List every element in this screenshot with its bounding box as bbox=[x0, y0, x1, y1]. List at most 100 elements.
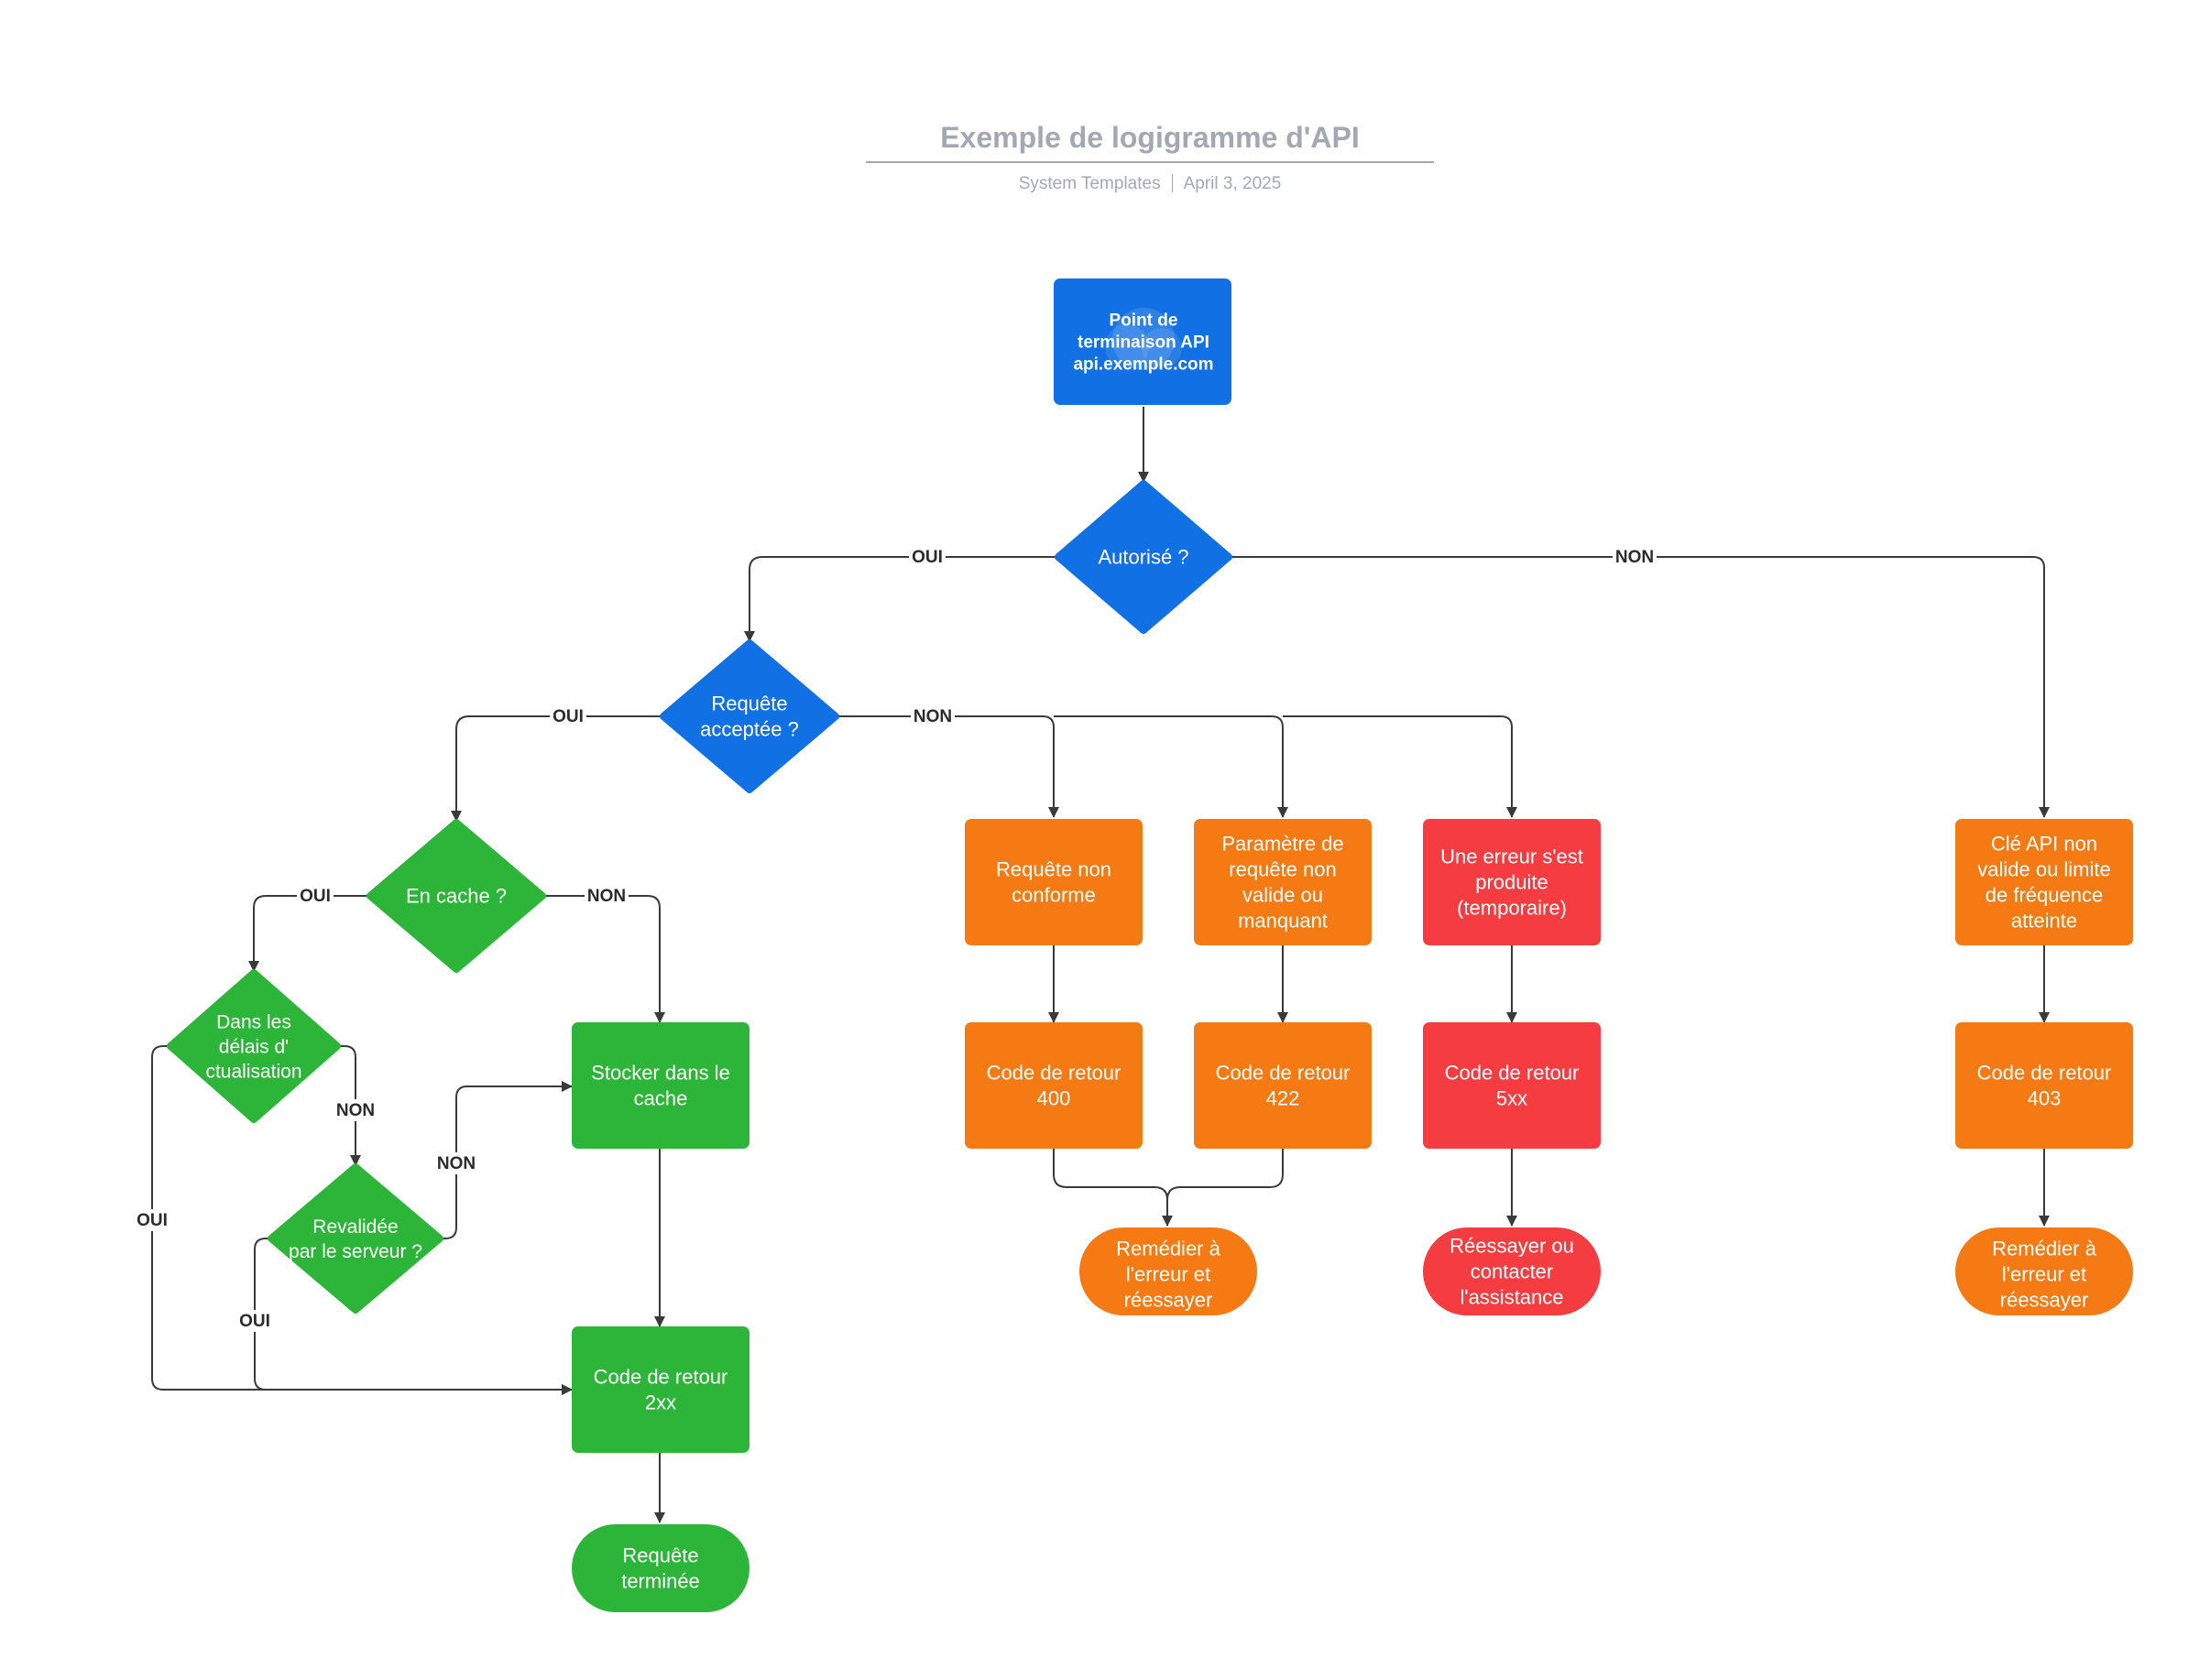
connector-accepted-no-400 bbox=[836, 715, 1059, 818]
node-label-line: En cache ? bbox=[406, 885, 507, 908]
node-remedy-2-label: Remédier à l'erreur et réessayer bbox=[1992, 1238, 2096, 1312]
node-remedy-1-label: Remédier à l'erreur et réessayer bbox=[1116, 1238, 1220, 1312]
connector-cache-yes bbox=[248, 895, 370, 972]
connector-authorized-no bbox=[1229, 556, 2050, 818]
edge-label-accept-no: NON bbox=[914, 707, 952, 726]
edge-label-reval-yes: OUI bbox=[239, 1312, 270, 1331]
node-nonconform: Requête non conforme bbox=[965, 819, 1143, 945]
connector-authorized-yes bbox=[744, 556, 1058, 642]
node-authorized-label: Autorisé ? bbox=[1098, 546, 1188, 569]
node-label-line: Remédier à bbox=[1992, 1238, 2096, 1260]
node-in-cache-label: En cache ? bbox=[406, 885, 507, 908]
node-label-line: valide ou limite bbox=[1977, 858, 2111, 881]
node-label-line: délais d' bbox=[219, 1036, 289, 1057]
node-label-line: Revalidée bbox=[312, 1216, 398, 1238]
edge-label-auth-yes: OUI bbox=[912, 548, 943, 567]
node-within-refresh-label: Dans les délais d' ctualisation bbox=[205, 1011, 301, 1082]
node-label-line: Autorisé ? bbox=[1098, 546, 1188, 569]
node-label-line: réessayer bbox=[2000, 1289, 2089, 1312]
node-label-line: ctualisation bbox=[205, 1061, 301, 1082]
source-label: System Templates bbox=[1018, 174, 1161, 193]
page-subtitle: System Templates April 3, 2025 bbox=[866, 174, 1434, 194]
node-label-line: api.exemple.com bbox=[1073, 355, 1213, 375]
node-remedy-1: Remédier à l'erreur et réessayer bbox=[1079, 1227, 1257, 1315]
node-label-line: 5xx bbox=[1496, 1087, 1527, 1110]
node-request-accepted-label: Requête acceptée ? bbox=[700, 693, 799, 741]
edge-label-cache-no: NON bbox=[587, 887, 626, 906]
node-label-line: 2xx bbox=[645, 1391, 676, 1414]
connector-400-remedy bbox=[1053, 1149, 1173, 1227]
node-label-line: Code de retour bbox=[987, 1062, 1121, 1085]
node-label-line: l'erreur et bbox=[1126, 1263, 1210, 1286]
connector-refresh-no bbox=[337, 1045, 361, 1166]
connector-accepted-yes bbox=[451, 715, 663, 822]
node-label-line: Point de bbox=[1110, 311, 1178, 331]
node-remedy-2: Remédier à l'erreur et réessayer bbox=[1955, 1227, 2133, 1315]
node-label-line: Dans les bbox=[216, 1011, 291, 1032]
connector-accepted-no-422 bbox=[1054, 715, 1288, 818]
node-label-line: Une erreur s'est bbox=[1440, 845, 1583, 868]
edge-label-accept-yes: OUI bbox=[552, 707, 584, 726]
node-request-accepted-decision: Requête acceptée ? bbox=[660, 639, 839, 793]
edge-label-refresh-no: NON bbox=[336, 1101, 375, 1120]
edge-label-cache-yes: OUI bbox=[300, 887, 331, 906]
node-label-line: l'assistance bbox=[1460, 1286, 1563, 1309]
title-underline bbox=[866, 161, 1434, 163]
node-label-line: conforme bbox=[1012, 884, 1096, 907]
connector-accepted-no-5xx bbox=[1283, 715, 1517, 818]
node-label-line: 400 bbox=[1037, 1087, 1071, 1110]
node-label-line: Paramètre de bbox=[1221, 833, 1343, 856]
node-label-line: réessayer bbox=[1124, 1289, 1213, 1312]
node-label-line: terminaison API bbox=[1078, 333, 1209, 353]
date-label: April 3, 2025 bbox=[1183, 174, 1282, 193]
edge-labels: OUI NON OUI NON OUI NON OUI NON OUI NON bbox=[134, 546, 1657, 1332]
node-authorized-decision: Autorisé ? bbox=[1055, 480, 1232, 634]
node-label-line: l'erreur et bbox=[2002, 1263, 2086, 1286]
edge-label-refresh-yes: OUI bbox=[137, 1211, 168, 1230]
node-label-line: 422 bbox=[1266, 1087, 1300, 1110]
node-within-refresh-decision: Dans les délais d' ctualisation bbox=[167, 969, 341, 1123]
connector-422-remedy bbox=[1166, 1149, 1284, 1201]
node-label-line: Requête non bbox=[996, 858, 1111, 881]
node-label-line: produite bbox=[1475, 871, 1548, 894]
node-label-line: Code de retour bbox=[594, 1366, 728, 1389]
node-label-line: Requête bbox=[711, 693, 787, 715]
node-label-line: Remédier à bbox=[1116, 1238, 1220, 1260]
edge-label-auth-no: NON bbox=[1615, 548, 1654, 567]
node-nonconform-label: Requête non conforme bbox=[996, 858, 1111, 907]
node-label-line: cache bbox=[634, 1087, 688, 1110]
node-label-line: acceptée ? bbox=[700, 718, 799, 741]
node-label-line: 403 bbox=[2028, 1087, 2062, 1110]
node-label-line: requête non bbox=[1229, 858, 1336, 881]
node-label-line: Code de retour bbox=[1216, 1062, 1351, 1085]
node-in-cache-decision: En cache ? bbox=[366, 819, 546, 973]
node-label-line: valide ou bbox=[1242, 884, 1323, 907]
node-label-line: terminée bbox=[621, 1570, 700, 1593]
